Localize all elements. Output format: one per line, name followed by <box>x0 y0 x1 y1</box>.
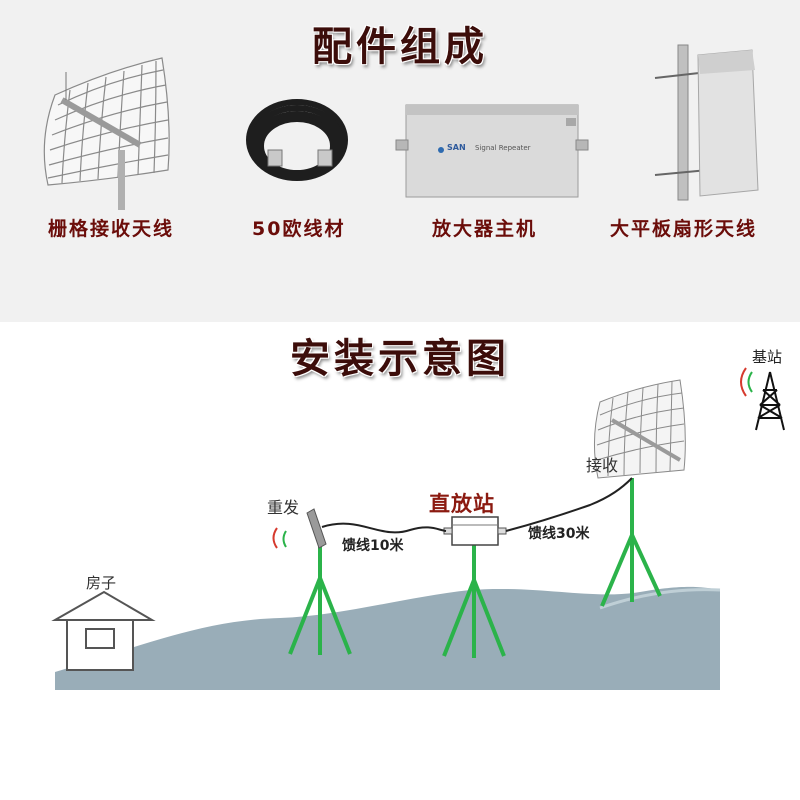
repeater-box-icon <box>443 516 507 546</box>
house-label: 房子 <box>86 574 117 592</box>
retransmit-antenna-icon <box>306 508 327 549</box>
base-station-label: 基站 <box>752 348 783 366</box>
base-station-tower-icon <box>755 371 785 431</box>
retransmit-mast <box>288 545 352 655</box>
part-label-panel-antenna: 大平板扇形天线 <box>610 218 758 240</box>
amplifier-brand-label: Signal Repeater <box>475 144 531 152</box>
part-label-amplifier: 放大器主机 <box>432 218 538 240</box>
amplifier-logo: SAN <box>447 143 466 152</box>
retransmit-label: 重发 <box>267 498 300 517</box>
feeder-10m-label: 馈线10米 <box>342 538 404 554</box>
part-label-grid-antenna: 栅格接收天线 <box>48 218 175 240</box>
ground-hill <box>55 586 720 690</box>
receive-antenna-icon <box>593 379 686 479</box>
signal-wave-icon <box>747 371 753 393</box>
receive-label: 接收 <box>586 456 619 475</box>
repeater-label: 直放站 <box>429 492 495 516</box>
feeder-cable-10m <box>321 522 447 534</box>
parts-title: 配件组成 <box>312 23 488 70</box>
install-title: 安装示意图 <box>290 335 510 382</box>
part-label-coax-cable: 50欧线材 <box>252 218 346 240</box>
feeder-cable-30m <box>505 477 633 532</box>
repeater-mast <box>442 545 506 658</box>
receive-mast <box>600 478 662 607</box>
house-icon <box>51 590 156 671</box>
feeder-30m-label: 馈线30米 <box>528 526 590 542</box>
